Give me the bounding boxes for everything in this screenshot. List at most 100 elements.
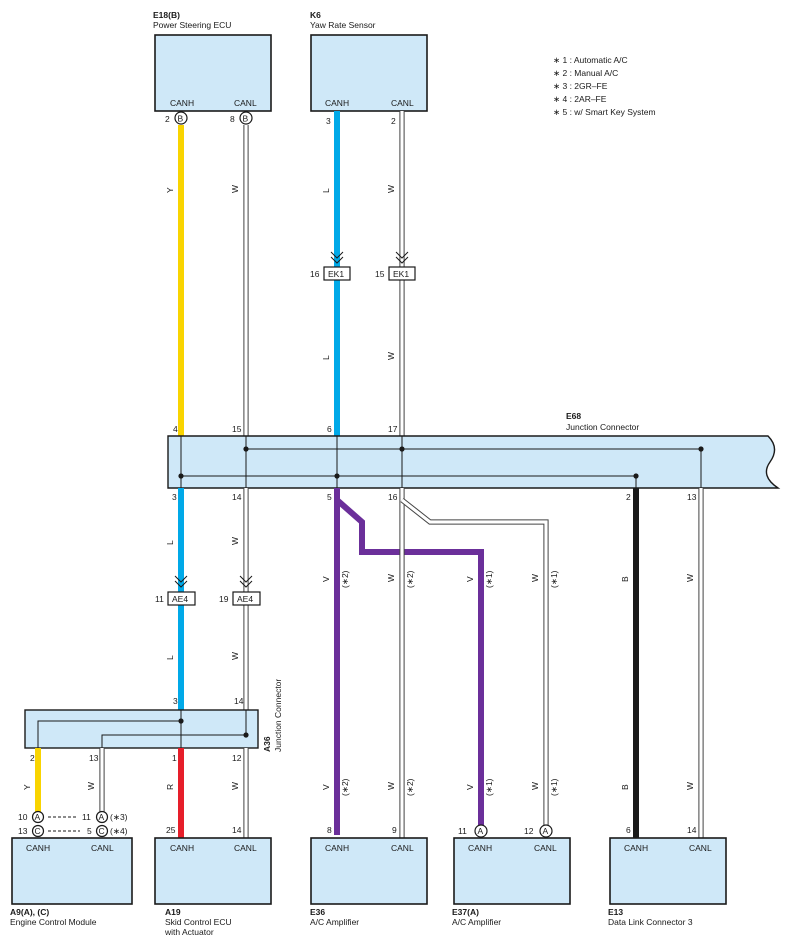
pin-number: 6 — [327, 424, 332, 434]
connector-label: AE4 — [237, 594, 253, 604]
wire-note: (∗4) — [110, 826, 128, 836]
pin-number: 4 — [173, 424, 178, 434]
connector-circle — [539, 824, 553, 838]
pin-number: 5 — [87, 826, 92, 836]
canh-label: CANH — [170, 98, 194, 108]
pin-number: 2 — [30, 753, 35, 763]
pin-number: 16 — [310, 269, 320, 279]
pin-number: 3 — [172, 492, 177, 502]
component-box — [154, 34, 272, 112]
connector-letter: A — [478, 826, 484, 836]
canh-label: CANH — [624, 843, 648, 853]
wire-label: W — [230, 185, 240, 193]
note-5: ∗ 5 : w/ Smart Key System — [553, 107, 656, 117]
pin-number: 25 — [166, 825, 176, 835]
component-box — [609, 837, 727, 905]
component-box — [11, 837, 133, 905]
component-code: A19 — [165, 907, 181, 917]
component-box — [310, 34, 428, 112]
wire-label: W — [86, 782, 96, 790]
pin-number: 6 — [626, 825, 631, 835]
wire-note: (∗1) — [549, 778, 559, 796]
splice-dot — [178, 718, 184, 724]
pin-number: 12 — [524, 826, 534, 836]
connector-circle — [474, 824, 488, 838]
component-name: Skid Control ECU — [165, 917, 232, 927]
wire-note: (∗3) — [110, 812, 128, 822]
note-3: ∗ 3 : 2GR–FE — [553, 81, 608, 91]
canl-label: CANL — [391, 98, 414, 108]
component-name: Data Link Connector 3 — [608, 917, 693, 927]
note-4: ∗ 4 : 2AR–FE — [553, 94, 607, 104]
wire-label: V — [321, 784, 331, 790]
canl-label: CANL — [234, 98, 257, 108]
wire-label: B — [620, 784, 630, 790]
pin-number: 12 — [232, 753, 242, 763]
canl-label: CANL — [234, 843, 257, 853]
wire-label: L — [165, 655, 175, 660]
canl-label: CANL — [689, 843, 712, 853]
component-e37: 11 A 12 A CANH CANL E37(A) A/C Amplifier — [452, 824, 571, 927]
pin-number: 1 — [172, 753, 177, 763]
pin-number: 8 — [230, 114, 235, 124]
pin-number: 3 — [326, 116, 331, 126]
note-2: ∗ 2 : Manual A/C — [553, 68, 618, 78]
canh-label: CANH — [325, 98, 349, 108]
component-box — [154, 837, 272, 905]
wire-label: W — [230, 537, 240, 545]
canh-label: CANH — [325, 843, 349, 853]
wire-note: (∗2) — [340, 570, 350, 588]
canh-label: CANH — [26, 843, 50, 853]
wire-label: Y — [165, 187, 175, 193]
connector-label: AE4 — [172, 594, 188, 604]
internal-bus-h — [37, 710, 182, 748]
chevron-icon — [239, 580, 253, 588]
wire-label: Y — [22, 784, 32, 790]
component-code: E37(A) — [452, 907, 479, 917]
internal-bus-l — [101, 710, 247, 748]
junction-body — [167, 435, 781, 489]
component-code: E68 — [566, 411, 581, 421]
wire-label: W — [386, 185, 396, 193]
pin-number: 17 — [388, 424, 398, 434]
component-name: Engine Control Module — [10, 917, 97, 927]
connector-letter: A — [35, 812, 41, 822]
wire-label: W — [386, 574, 396, 582]
notes-legend: ∗ 1 : Automatic A/C ∗ 2 : Manual A/C ∗ 3… — [553, 55, 656, 117]
canh-label: CANH — [170, 843, 194, 853]
connector-box — [323, 266, 351, 281]
connector-letter: C — [99, 826, 105, 836]
connector-letter: A — [543, 826, 549, 836]
pin-number: 11 — [155, 594, 164, 604]
component-code: K6 — [310, 10, 321, 20]
component-name: Junction Connector — [566, 422, 639, 432]
wire-note: (∗2) — [405, 778, 415, 796]
splice-dot — [633, 473, 639, 479]
wire-label: W — [386, 352, 396, 360]
wire-label: W — [230, 652, 240, 660]
component-code: E13 — [608, 907, 623, 917]
connector-letter: B — [178, 114, 184, 124]
pin-number: 5 — [327, 492, 332, 502]
chevron-icon — [395, 251, 409, 259]
connector-label: EK1 — [328, 269, 344, 279]
component-e36: 8 9 CANH CANL E36 A/C Amplifier — [310, 825, 428, 927]
wire-note: (∗1) — [484, 570, 494, 588]
connector-box — [388, 266, 416, 281]
connector-ae4-l: AE4 11 — [155, 575, 196, 606]
component-code: E18(B) — [153, 10, 180, 20]
wire-label: L — [165, 540, 175, 545]
note-1: ∗ 1 : Automatic A/C — [553, 55, 628, 65]
wire-note: (∗2) — [340, 778, 350, 796]
connector-ae4-w: AE4 19 — [219, 575, 261, 606]
pin-number: 14 — [687, 825, 697, 835]
chevron-icon — [330, 256, 344, 264]
pin-number: 15 — [375, 269, 385, 279]
connector-letter: B — [243, 114, 249, 124]
wire-note: (∗1) — [484, 778, 494, 796]
wire-label: L — [321, 355, 331, 360]
component-box — [453, 837, 571, 905]
wire-label: W — [230, 782, 240, 790]
component-a19: 25 14 CANH CANL A19 Skid Control ECU wit… — [154, 825, 272, 937]
